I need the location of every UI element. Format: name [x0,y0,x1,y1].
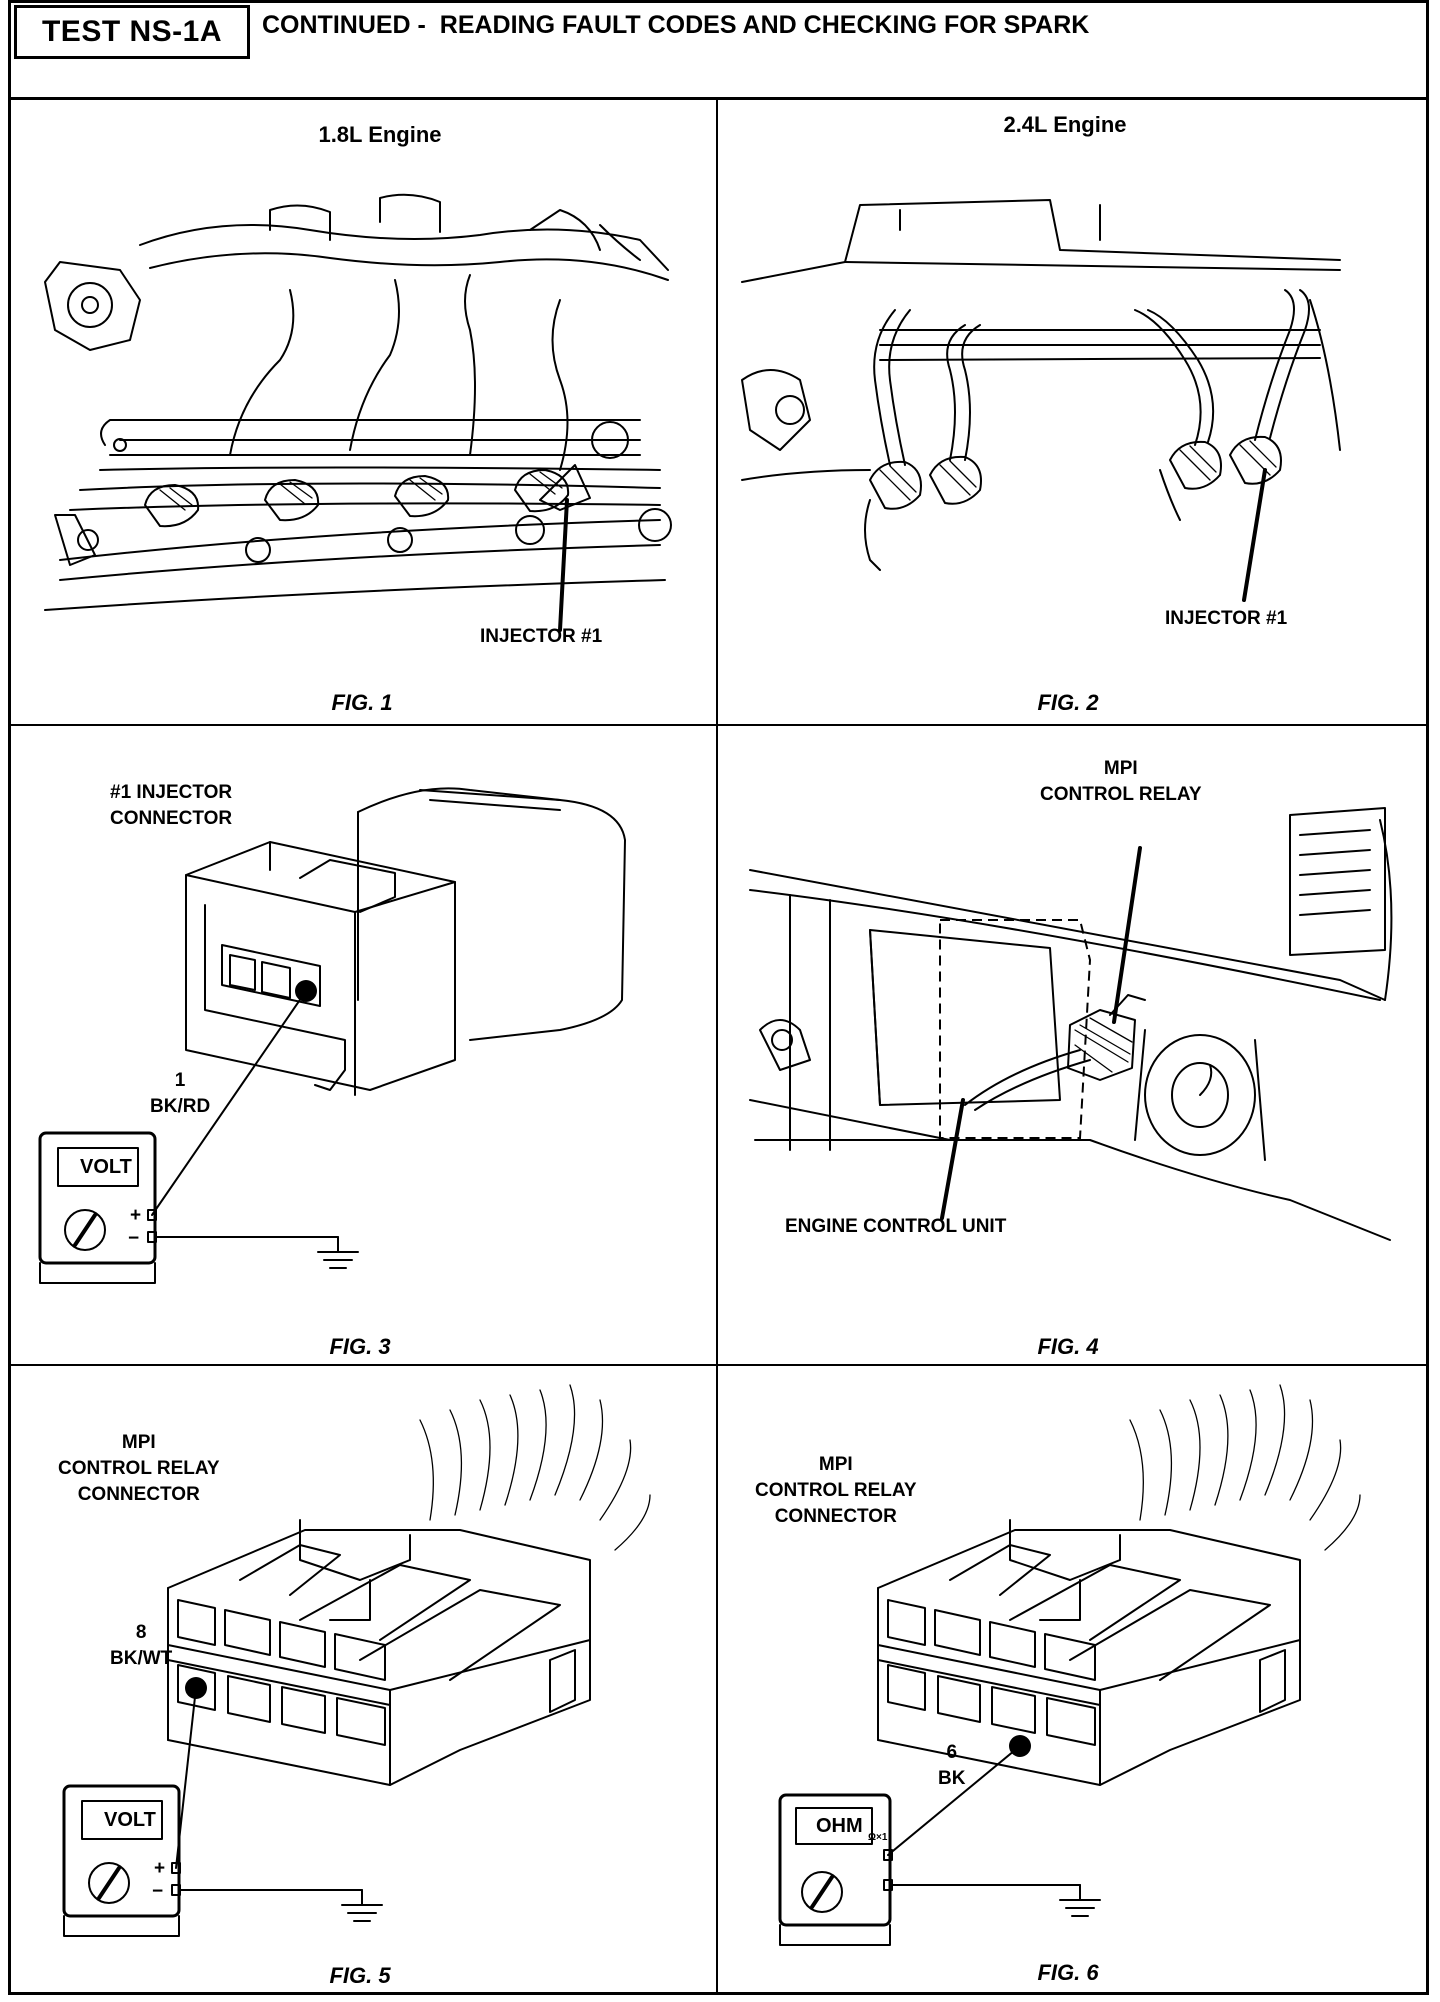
fig-5-connector-callout: MPI CONTROL RELAY CONNECTOR [58,1432,220,1505]
fig-5-connector-drawing [62,1384,651,1937]
fig-5-plus-sign: + [154,1858,166,1879]
fig-4-caption: FIG. 4 [1037,1334,1099,1359]
fig-6-meter-scale: Ω×1 [868,1832,888,1843]
fig-3-pin-label: 1 BK/RD [150,1070,211,1117]
fig-4-ecu-callout: ENGINE CONTROL UNIT [785,1216,1007,1237]
page-title: CONTINUED - READING FAULT CODES AND CHEC… [262,11,1090,39]
fig-2-injector-callout: INJECTOR #1 [1165,608,1288,629]
fig-6-pin-label: 6 BK [938,1742,966,1789]
fig-1-injector-callout: INJECTOR #1 [480,626,603,647]
fig-4-relay-drawing [749,807,1393,1241]
fig-3-meter-label: VOLT [80,1156,132,1178]
fig-6-connector-callout: MPI CONTROL RELAY CONNECTOR [755,1454,917,1527]
fig-6-meter-label: OHM [816,1815,863,1837]
fig-2-caption: FIG. 2 [1037,690,1099,715]
fig-4-relay-callout: MPI CONTROL RELAY [1040,758,1202,805]
fig-5-minus-sign: − [152,1881,164,1902]
fig-1-engine-drawing [44,193,672,632]
test-id-box: TEST NS-1A [14,5,250,59]
fig-2-engine-drawing [741,199,1341,602]
fig-2-heading: 2.4L Engine [1003,112,1127,137]
fig-5-meter-label: VOLT [104,1809,156,1831]
fig-3-minus-sign: − [128,1228,140,1249]
fig-5-pin-label: 8 BK/WT [110,1622,173,1669]
fig-6-caption: FIG. 6 [1037,1960,1099,1985]
fig-3-connector-callout: #1 INJECTOR CONNECTOR [110,782,233,829]
fig-3-plus-sign: + [130,1205,142,1226]
fig-3-caption: FIG. 3 [329,1334,391,1359]
fig-1-caption: FIG. 1 [331,690,393,715]
fig-3-connector-drawing [38,787,626,1284]
fig-1-heading: 1.8L Engine [318,122,442,147]
fig-6-connector-drawing [778,1384,1361,1946]
panel-fig-6 [716,1364,1429,1995]
fig-5-caption: FIG. 5 [329,1963,391,1988]
